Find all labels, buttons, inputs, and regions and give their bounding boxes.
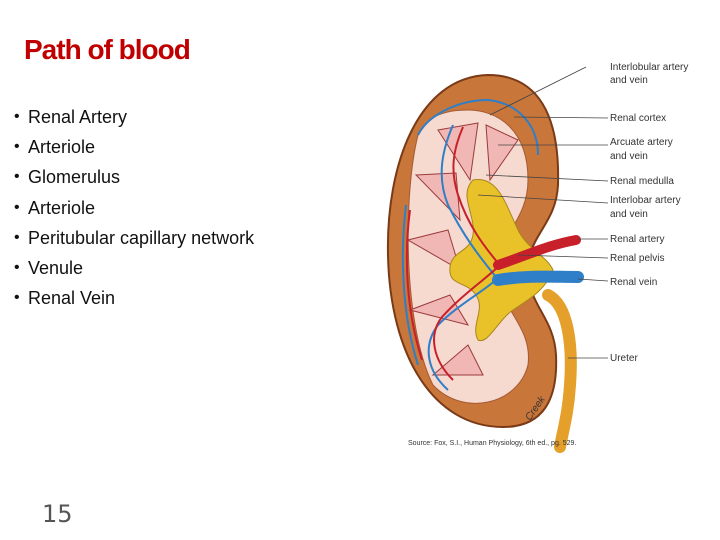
- list-item: • Venule: [14, 255, 254, 285]
- label-renal-cortex: Renal cortex: [610, 113, 666, 124]
- label-arcuate-artery: Arcuate artery: [610, 137, 673, 148]
- list-item: • Arteriole: [14, 134, 254, 164]
- label-renal-vein: Renal vein: [610, 277, 657, 288]
- list-item-text: Arteriole: [28, 137, 96, 158]
- bullet-glyph: •: [14, 168, 20, 186]
- label-interlobular-artery: Interlobular artery: [610, 62, 688, 73]
- renal-vein: [492, 270, 584, 286]
- list-item: • Peritubular capillary network: [14, 225, 254, 255]
- label-interlobar-vein: and vein: [610, 209, 648, 220]
- list-item: • Glomerulus: [14, 164, 254, 194]
- label-ureter: Ureter: [610, 353, 638, 364]
- list-item: • Arteriole: [14, 195, 254, 225]
- label-arcuate-vein: and vein: [610, 151, 648, 162]
- leader-lines: [477, 66, 609, 359]
- list-item-text: Venule: [28, 257, 84, 278]
- blood-path-list: • Renal Artery • Arteriole • Glomerulus • Ar…: [14, 104, 254, 315]
- renal-artery: [493, 235, 581, 270]
- list-item-text: Arteriole: [28, 197, 96, 218]
- label-renal-medulla: Renal medulla: [610, 176, 674, 187]
- bullet-glyph: •: [14, 289, 20, 307]
- kidney-diagram: Interlobular artery and vein Renal corte…: [386, 62, 688, 453]
- list-item: • Renal Vein: [14, 285, 254, 315]
- bullet-glyph: •: [14, 228, 20, 246]
- arcuate-vessels: [401, 98, 539, 391]
- bullet-glyph: •: [14, 108, 20, 125]
- list-item-text: Renal Artery: [28, 107, 128, 127]
- label-renal-pelvis: Renal pelvis: [610, 253, 664, 264]
- figure-source: Source: Fox, S.I., Human Physiology, 6th…: [408, 440, 576, 447]
- label-renal-artery: Renal artery: [610, 234, 664, 245]
- page-number: 15: [42, 500, 73, 528]
- bullet-glyph: •: [14, 258, 20, 276]
- slide-title: Path of blood: [24, 34, 191, 65]
- bullet-glyph: •: [14, 198, 20, 216]
- list-item-text: Peritubular capillary network: [28, 227, 255, 248]
- renal-pyramids: [406, 122, 519, 376]
- label-interlobar-artery: Interlobar artery: [610, 195, 681, 206]
- bullet-glyph: •: [14, 138, 20, 156]
- label-interlobular-vein: and vein: [610, 75, 648, 86]
- list-item-text: Renal Vein: [28, 288, 116, 309]
- list-item-text: Glomerulus: [28, 167, 121, 188]
- ureter: [542, 289, 577, 453]
- list-item: • Renal Artery: [14, 104, 254, 134]
